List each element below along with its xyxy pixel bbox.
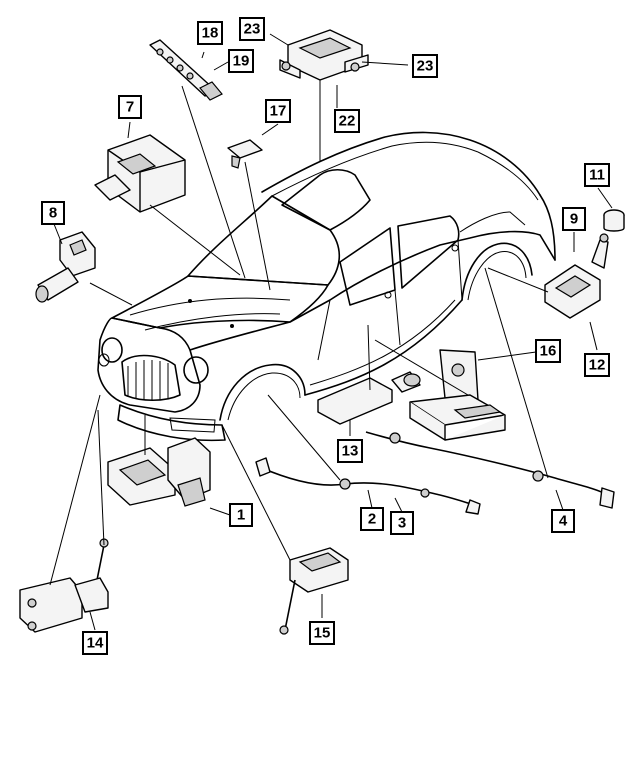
callout-18: 18 [197,21,223,45]
part-height-sensor-front [279,547,349,635]
callout-17: 17 [265,99,291,123]
part-sensor-strip [149,39,223,101]
callout-8-label: 8 [49,205,57,222]
part-tpms-sensor [544,233,609,319]
callout-1-label: 1 [237,507,245,524]
car-body [97,131,556,442]
callout-2-label: 2 [368,511,376,528]
callout-1: 1 [229,503,253,527]
callout-19-label: 19 [233,53,250,70]
callout-12-label: 12 [589,357,606,374]
callout-18-label: 18 [202,25,219,42]
callout-23-top: 23 [239,17,265,41]
callout-14-label: 14 [87,635,104,652]
part-small-cap [603,209,625,232]
callout-16-label: 16 [540,343,557,360]
part-block-module [94,134,186,213]
leader-lines [49,33,613,631]
callout-11: 11 [584,163,610,187]
callout-3-label: 3 [398,515,406,532]
part-plug-sensor [35,231,96,303]
part-wire-sensor-rear [365,431,615,509]
callout-7: 7 [118,95,142,119]
callout-7-label: 7 [126,99,134,116]
part-side-sensor [317,371,421,425]
callout-19: 19 [228,49,254,73]
part-bracket-sensor [107,437,211,507]
callout-13: 13 [337,439,363,463]
callout-23-right-label: 23 [417,58,434,75]
callout-16: 16 [535,339,561,363]
callout-22-label: 22 [339,113,356,130]
callout-9-label: 9 [570,211,578,228]
callout-2: 2 [360,507,384,531]
callout-14: 14 [82,631,108,655]
part-sensor-module-top [279,29,369,81]
part-small-clip-sensor [227,139,263,169]
callout-12: 12 [584,353,610,377]
callout-8: 8 [41,201,65,225]
callout-17-label: 17 [270,103,287,120]
part-bracket-module [409,349,506,441]
callout-13-label: 13 [342,443,359,460]
callout-9: 9 [562,207,586,231]
part-height-sensor-rear [19,538,109,633]
part-wire-sensor-front [255,457,481,515]
callout-11-label: 11 [589,167,605,184]
callout-4-label: 4 [559,513,568,530]
callout-23-top-label: 23 [244,21,261,38]
callout-23-right: 23 [412,54,438,78]
callout-15: 15 [309,621,335,645]
callout-3: 3 [390,511,414,535]
callout-4: 4 [551,509,575,533]
callout-15-label: 15 [314,625,331,642]
callout-22: 22 [334,109,360,133]
